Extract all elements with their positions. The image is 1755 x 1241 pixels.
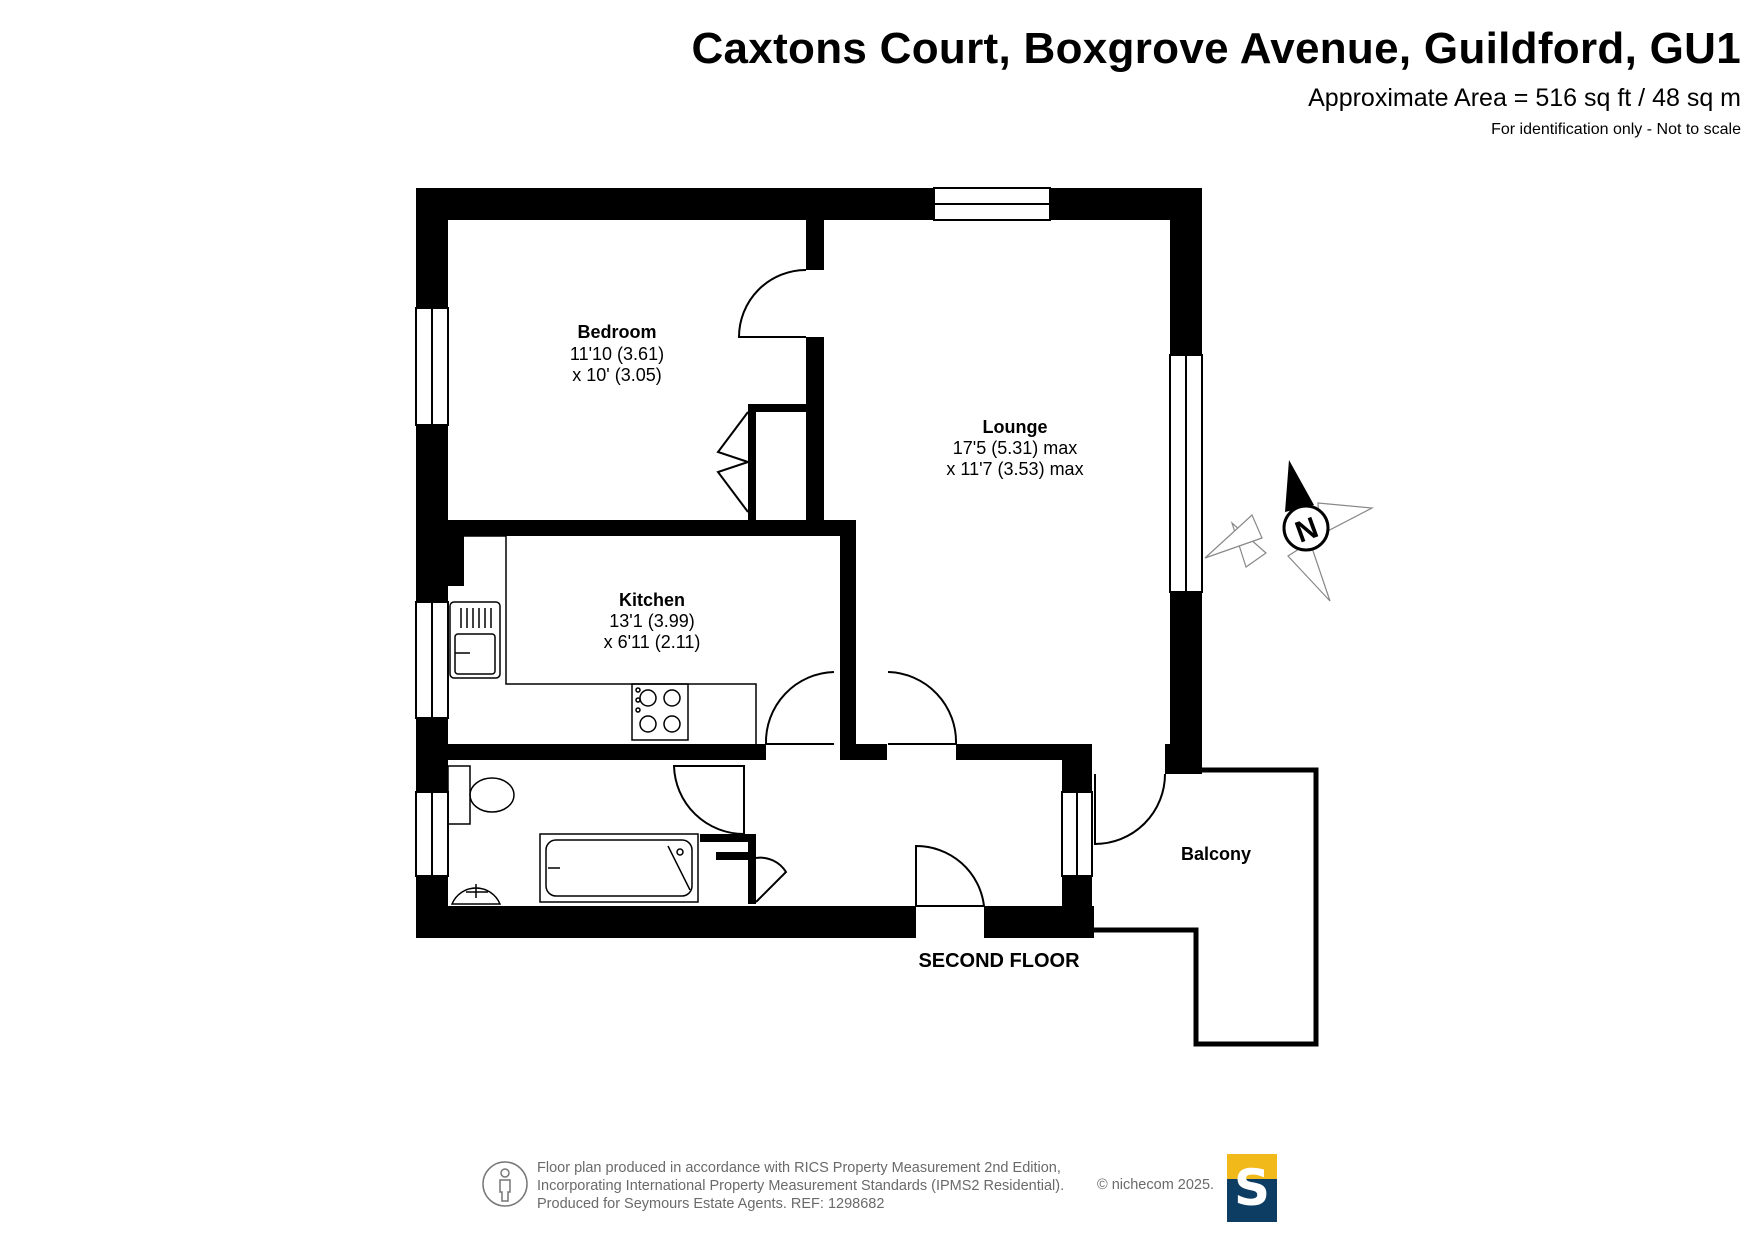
- seymours-logo: S: [1227, 1154, 1277, 1222]
- kitchen-dim2: x 6'11 (2.11): [604, 632, 701, 652]
- compass-north-pointer: [1285, 460, 1314, 512]
- bedroom-label: Bedroom 11'10 (3.61) x 10' (3.05): [570, 322, 664, 385]
- sink-icon: [449, 601, 501, 679]
- copyright: © nichecom 2025.: [1097, 1177, 1215, 1193]
- footer-text: Floor plan produced in accordance with R…: [537, 1159, 1064, 1213]
- wc-cistern: [447, 765, 471, 825]
- basin-icon: [450, 887, 502, 905]
- footer-line-1: Floor plan produced in accordance with R…: [537, 1160, 1061, 1176]
- door-balcony: [1094, 773, 1166, 846]
- ipms-person-icon: [482, 1161, 528, 1207]
- wc-bowl-icon: [469, 777, 515, 813]
- lounge-name: Lounge: [983, 417, 1048, 437]
- walls: [416, 188, 1202, 938]
- bath-icon: [539, 833, 699, 903]
- north-compass: N: [1204, 460, 1375, 602]
- kitchen-dim1: 13'1 (3.99): [609, 611, 695, 631]
- windows: [415, 187, 1203, 877]
- bedroom-dim2: x 10' (3.05): [572, 365, 661, 385]
- hob-icon: [631, 683, 689, 741]
- bedroom-name: Bedroom: [577, 322, 656, 342]
- door-lounge-hall: [887, 671, 958, 745]
- lounge-label: Lounge 17'5 (5.31) max x 11'7 (3.53) max: [946, 417, 1083, 479]
- door-cupboard: [755, 856, 788, 903]
- lounge-dim1: 17'5 (5.31) max: [953, 438, 1078, 458]
- footer-line-2: Incorporating International Property Mea…: [537, 1178, 1065, 1194]
- door-bathroom: [672, 765, 745, 836]
- plan-title: Caxtons Court, Boxgrove Avenue, Guildfor…: [691, 24, 1741, 73]
- kitchen-worktop: [464, 535, 757, 744]
- footer-line-3: Produced for Seymours Estate Agents. REF…: [537, 1196, 885, 1212]
- bathroom-fittings: [447, 765, 699, 905]
- approximate-area: Approximate Area = 516 sq ft / 48 sq m: [1308, 84, 1741, 112]
- door-front: [915, 844, 986, 907]
- bedroom-dim1: 11'10 (3.61): [570, 344, 664, 364]
- doors: [672, 269, 1166, 907]
- kitchen-name: Kitchen: [619, 590, 685, 610]
- disclaimer-note: For identification only - Not to scale: [1491, 121, 1741, 138]
- door-wardrobe: [716, 411, 749, 513]
- kitchen-label: Kitchen 13'1 (3.99) x 6'11 (2.11): [604, 590, 701, 652]
- balcony-outline: [1092, 767, 1319, 1047]
- drainer-icon: [460, 608, 492, 628]
- floor-label: SECOND FLOOR: [918, 950, 1080, 972]
- kitchen-fittings: [449, 535, 757, 744]
- logo-letter: S: [1233, 1159, 1270, 1217]
- balcony-name: Balcony: [1181, 844, 1251, 864]
- door-kitchen: [764, 671, 835, 745]
- lounge-dim2: x 11'7 (3.53) max: [946, 459, 1083, 479]
- door-bedroom: [737, 269, 807, 338]
